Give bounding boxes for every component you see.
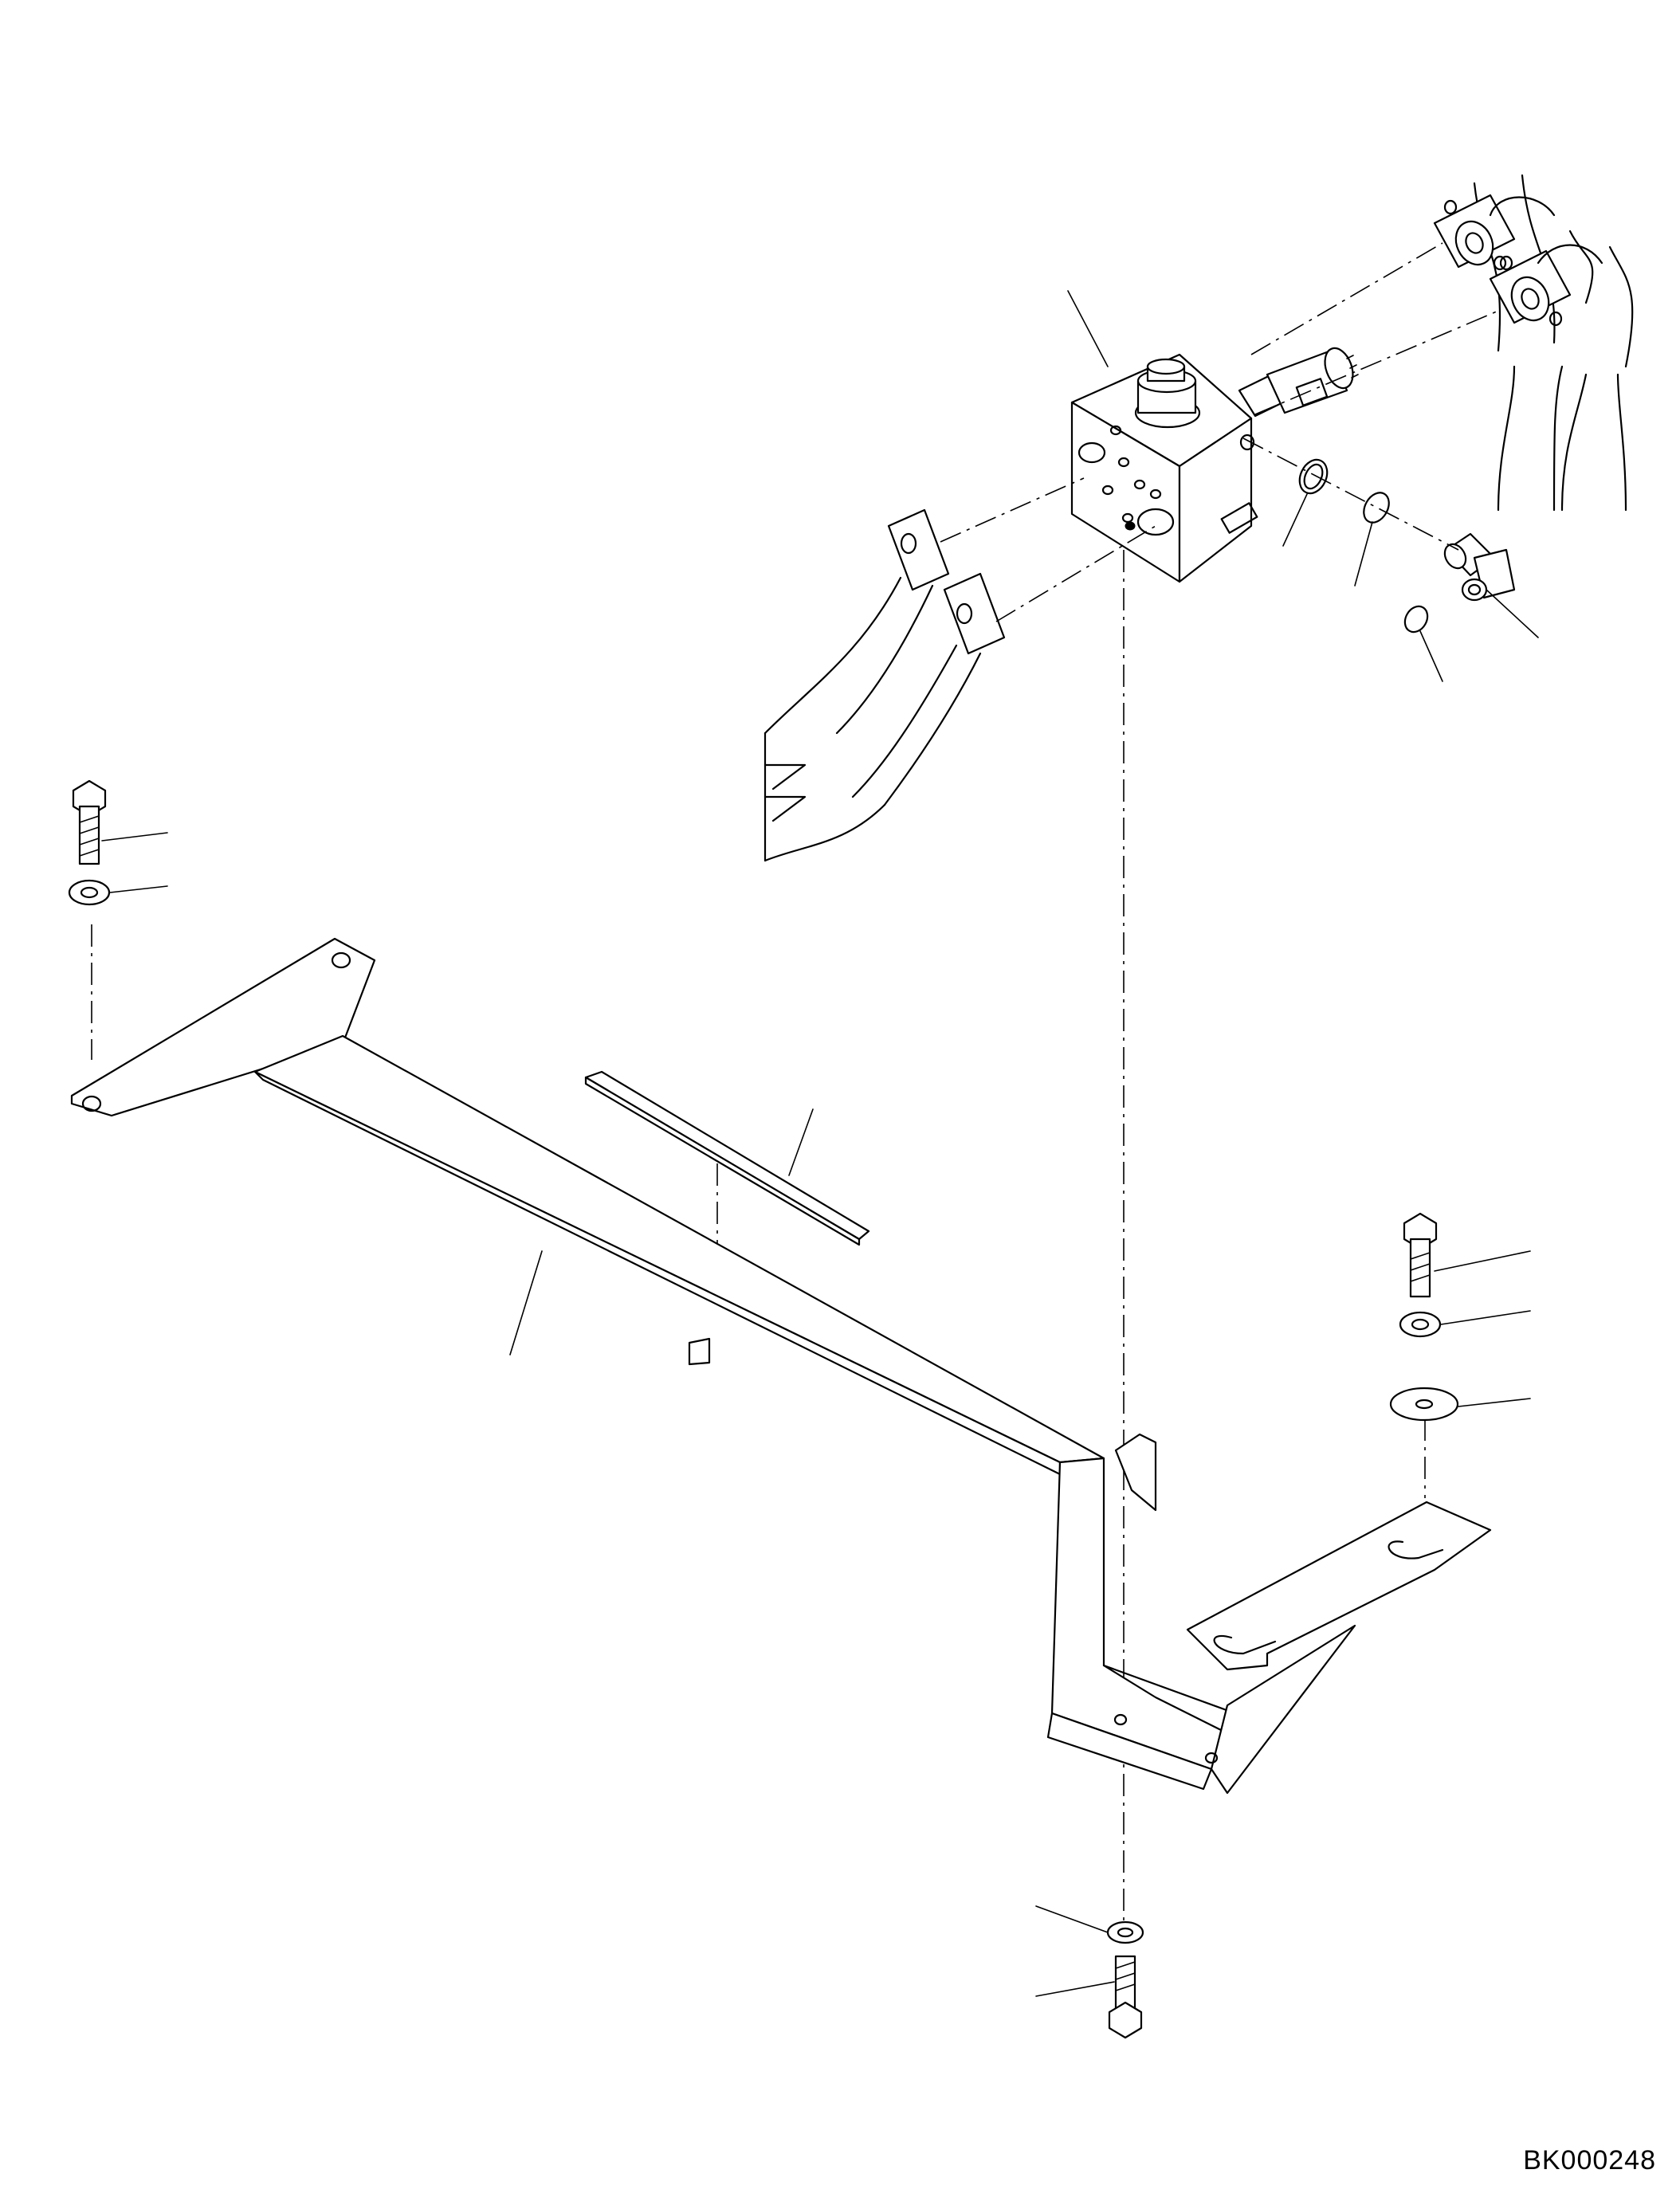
- assembly-lines: [91, 242, 1499, 1920]
- flat-washer-right[interactable]: [1389, 1387, 1459, 1422]
- elbow-fitting[interactable]: [1441, 532, 1516, 602]
- bolt-left[interactable]: [72, 779, 107, 865]
- o-ring-small[interactable]: [1359, 488, 1394, 528]
- bolt-bottom[interactable]: [1108, 1955, 1143, 2039]
- drawing-code: BK000248: [1523, 2145, 1656, 2175]
- hose-pair-right[interactable]: [1433, 174, 1634, 512]
- mounting-bracket[interactable]: [70, 937, 1492, 1795]
- washer-right[interactable]: [1399, 1311, 1442, 1338]
- valve-block[interactable]: [1070, 353, 1258, 583]
- hose-pair-left[interactable]: [763, 508, 1006, 862]
- washer-left[interactable]: [68, 879, 111, 906]
- o-ring-tiny[interactable]: [1400, 602, 1432, 636]
- leader-lines: [101, 290, 1539, 1997]
- solenoid-connector[interactable]: [1238, 344, 1359, 418]
- washer-bottom[interactable]: [1106, 1920, 1144, 1944]
- o-ring-large[interactable]: [1294, 455, 1333, 497]
- bolt-right[interactable]: [1403, 1212, 1438, 1298]
- rubber-pad[interactable]: [584, 1070, 870, 1246]
